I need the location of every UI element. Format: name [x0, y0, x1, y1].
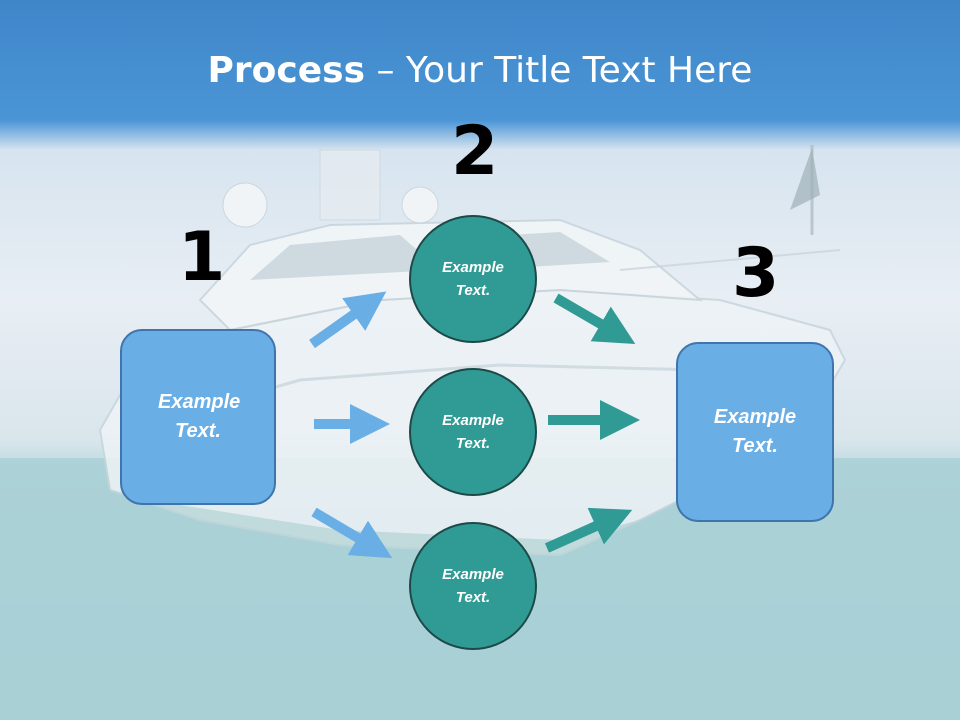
- arrow-top-to-right: [553, 293, 636, 345]
- process-circle-top: Example Text.: [409, 215, 537, 343]
- step-number-2: 2: [451, 112, 499, 191]
- left-process-box-text: Example Text.: [158, 391, 241, 442]
- process-circle-middle: Example Text.: [409, 368, 537, 496]
- process-circle-middle-text: Example Text.: [442, 412, 504, 452]
- process-circle-bottom-text: Example Text.: [442, 566, 504, 606]
- arrow-left-to-bottom: [311, 507, 393, 559]
- slide-title: Process – Your Title Text Here: [0, 50, 960, 91]
- left-process-box: Example Text.: [120, 329, 276, 505]
- arrow-left-to-top: [309, 291, 387, 349]
- arrow-bottom-to-right: [544, 507, 633, 553]
- title-bold: Process: [207, 50, 366, 91]
- right-process-box-text: Example Text.: [713, 406, 797, 457]
- step-number-3: 3: [732, 234, 780, 313]
- title-rest: – Your Title Text Here: [365, 50, 753, 91]
- right-process-box: Example Text.: [676, 342, 834, 522]
- process-circle-bottom: Example Text.: [409, 522, 537, 650]
- process-circle-top-text: Example Text.: [442, 259, 504, 299]
- step-number-1: 1: [178, 218, 226, 297]
